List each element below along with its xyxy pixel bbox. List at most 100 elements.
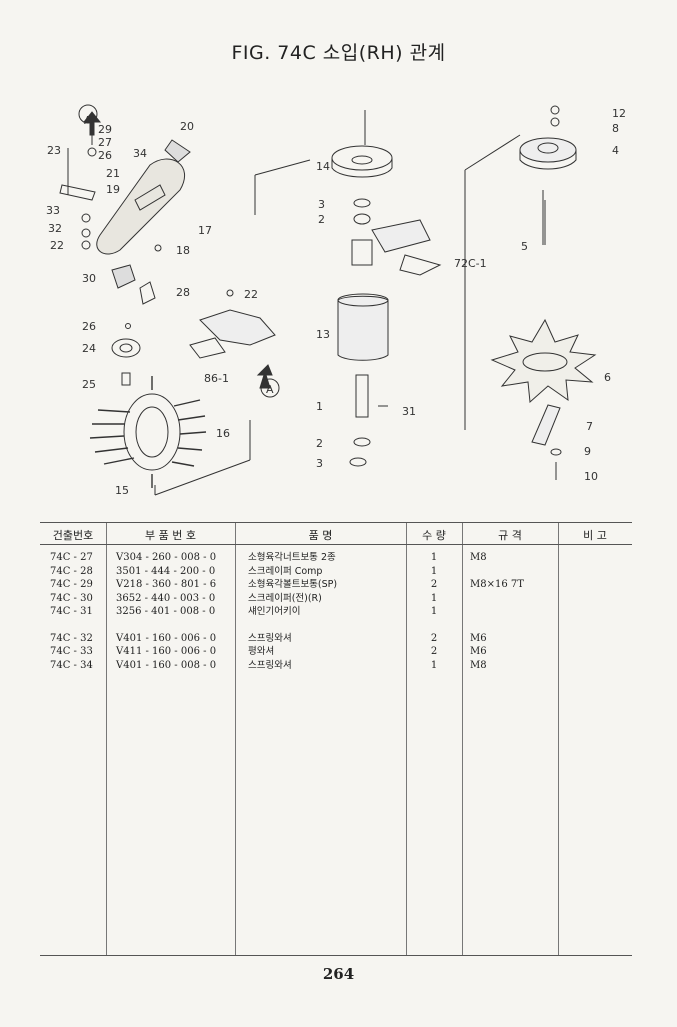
- svg-text:4: 4: [612, 144, 619, 157]
- row-part-number: V218 - 360 - 801 - 6: [116, 579, 217, 590]
- svg-text:34: 34: [133, 147, 147, 160]
- svg-text:23: 23: [47, 144, 61, 157]
- header-quantity: 수 량: [422, 529, 446, 542]
- row-code: 74C - 29: [50, 579, 93, 590]
- row-code: 74C - 33: [50, 646, 93, 657]
- row-part-name: 스크레이퍼(전)(R): [248, 592, 322, 604]
- svg-text:26: 26: [98, 149, 112, 162]
- exploded-parts-diagram: 20 29 27 26 34 23 21 19 33 32 22 17 18 3…: [46, 104, 626, 497]
- row-quantity: 2: [430, 646, 438, 657]
- parts-table: 건출번호 부 품 번 호 품 명 수 량 규 격 비 고 74C - 27 V3…: [40, 522, 632, 956]
- row-spec: M8: [470, 659, 487, 671]
- svg-text:16: 16: [216, 427, 230, 440]
- row-part-number: V304 - 260 - 008 - 0: [116, 552, 217, 563]
- row-part-name: 소형육각너트보통 2종: [248, 552, 336, 563]
- svg-text:19: 19: [106, 183, 120, 196]
- header-code: 건출번호: [52, 529, 94, 542]
- table-row: 74C - 31 3256 - 401 - 008 - 0 섀인기어키이 1: [40, 605, 632, 619]
- row-part-name: 평와셔: [248, 646, 275, 657]
- svg-text:A: A: [266, 383, 274, 396]
- row-quantity: 1: [430, 592, 438, 604]
- svg-text:9: 9: [584, 445, 591, 458]
- table-row: 74C - 27 V304 - 260 - 008 - 0 소형육각너트보통 2…: [40, 551, 632, 565]
- row-code: 74C - 32: [50, 632, 93, 644]
- row-quantity: 1: [430, 659, 438, 671]
- star-wheel-drawing: [490, 318, 597, 404]
- svg-text:2: 2: [316, 437, 323, 450]
- row-code: 74C - 28: [50, 565, 93, 577]
- svg-text:18: 18: [176, 244, 190, 257]
- svg-text:24: 24: [82, 342, 96, 355]
- page-number: 264: [322, 965, 355, 983]
- header-spec: 규 격: [498, 529, 522, 542]
- table-row: 74C - 28 3501 - 444 - 200 - 0 스크레이퍼 Comp…: [40, 565, 632, 579]
- svg-text:14: 14: [316, 160, 330, 173]
- row-part-name: 스프링와셔: [248, 659, 292, 671]
- row-code: 74C - 31: [50, 606, 93, 617]
- scraper-plate-drawing: [59, 120, 207, 495]
- svg-text:27: 27: [98, 136, 112, 149]
- row-code: 74C - 27: [50, 552, 93, 563]
- svg-text:20: 20: [180, 120, 194, 133]
- svg-text:30: 30: [82, 272, 96, 285]
- svg-text:22: 22: [244, 288, 258, 301]
- svg-text:7: 7: [586, 420, 593, 433]
- table-row: 74C - 32 V401 - 160 - 006 - 0 스프링와셔 2 M6: [40, 632, 632, 646]
- row-quantity: 2: [430, 579, 438, 590]
- svg-text:5: 5: [521, 240, 528, 253]
- table-row: 74C - 29 V218 - 360 - 801 - 6 소형육각볼트보통(S…: [40, 578, 632, 592]
- svg-text:15: 15: [115, 484, 129, 497]
- svg-text:12: 12: [612, 107, 626, 120]
- row-part-name: 소형육각볼트보통(SP): [248, 579, 338, 590]
- svg-text:13: 13: [316, 328, 330, 341]
- svg-text:26: 26: [82, 320, 96, 333]
- svg-text:29: 29: [98, 123, 112, 136]
- svg-text:A: A: [84, 114, 92, 127]
- row-part-number: 3501 - 444 - 200 - 0: [116, 565, 216, 577]
- table-row: 74C - 33 V411 - 160 - 006 - 0 평와셔 2 M6: [40, 645, 632, 659]
- row-part-name: 스크레이퍼 Comp: [248, 565, 323, 577]
- row-quantity: 1: [430, 552, 438, 563]
- svg-text:72C-1: 72C-1: [454, 257, 487, 270]
- table-row: 74C - 30 3652 - 440 - 003 - 0 스크레이퍼(전)(R…: [40, 592, 632, 606]
- row-code: 74C - 30: [50, 592, 93, 604]
- sprocket-drawing: [519, 105, 577, 245]
- row-quantity: 2: [430, 632, 438, 644]
- header-part-number: 부 품 번 호: [145, 529, 196, 542]
- svg-text:6: 6: [604, 371, 611, 384]
- row-code: 74C - 34: [50, 659, 93, 671]
- header-part-name: 품 명: [308, 529, 333, 542]
- row-part-name: 섀인기어키이: [248, 606, 301, 617]
- row-spec: M8: [470, 552, 487, 563]
- row-part-number: 3652 - 440 - 003 - 0: [116, 592, 216, 604]
- row-part-number: V401 - 160 - 008 - 0: [116, 659, 217, 671]
- table-row: 74C - 34 V401 - 160 - 008 - 0 스프링와셔 1 M8: [40, 659, 632, 673]
- row-part-number: 3256 - 401 - 008 - 0: [116, 606, 216, 617]
- svg-text:86-1: 86-1: [204, 372, 229, 385]
- row-quantity: 1: [430, 606, 438, 617]
- row-part-number: V401 - 160 - 006 - 0: [116, 632, 217, 644]
- svg-text:28: 28: [176, 286, 190, 299]
- row-spec: M6: [470, 632, 487, 644]
- svg-text:21: 21: [106, 167, 120, 180]
- svg-text:31: 31: [402, 405, 416, 418]
- row-part-number: V411 - 160 - 006 - 0: [116, 646, 217, 657]
- table-body: 74C - 27 V304 - 260 - 008 - 0 소형육각너트보통 2…: [40, 551, 632, 672]
- svg-text:10: 10: [584, 470, 598, 483]
- svg-text:32: 32: [48, 222, 62, 235]
- figure-title: FIG. 74C 소입(RH) 관계: [231, 42, 446, 64]
- svg-text:17: 17: [198, 224, 212, 237]
- header-remarks: 비 고: [583, 529, 607, 542]
- row-quantity: 1: [430, 565, 438, 577]
- callout-labels: 20 29 27 26 34 23 21 19 33 32 22 17 18 3…: [46, 107, 626, 497]
- svg-text:8: 8: [612, 122, 619, 135]
- row-spec: M8×16 7T: [470, 579, 524, 590]
- row-part-name: 스프링와셔: [248, 632, 292, 644]
- svg-text:2: 2: [318, 213, 325, 226]
- svg-text:25: 25: [82, 378, 96, 391]
- svg-text:22: 22: [50, 239, 64, 252]
- table-header: 건출번호 부 품 번 호 품 명 수 량 규 격 비 고: [40, 523, 632, 545]
- row-spec: M6: [470, 646, 487, 657]
- svg-text:3: 3: [318, 198, 325, 211]
